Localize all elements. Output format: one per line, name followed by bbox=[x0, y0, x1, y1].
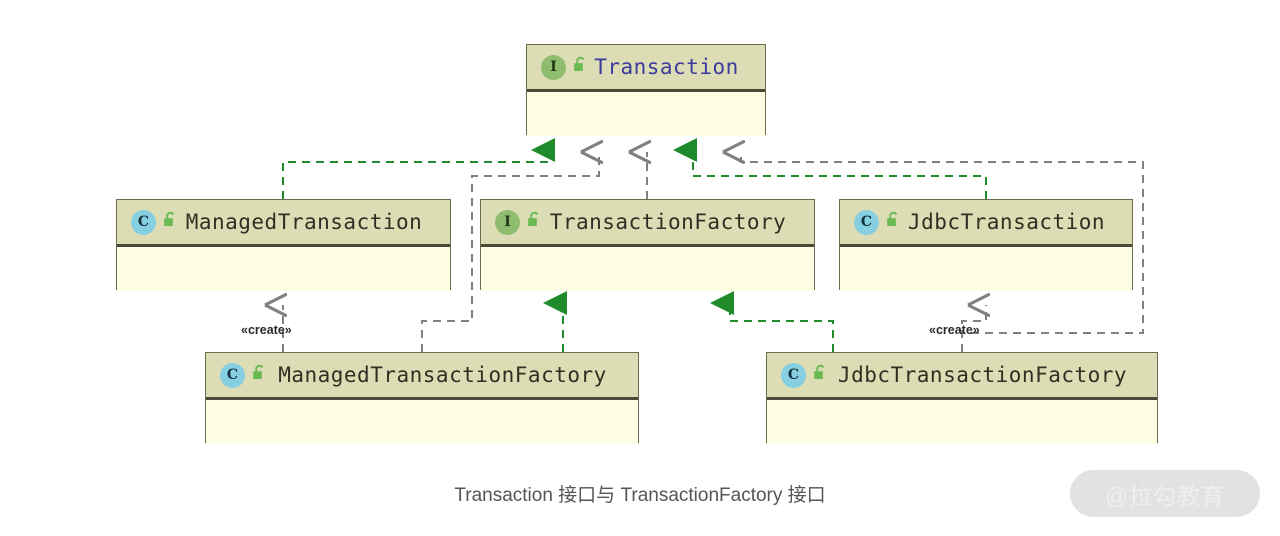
unlock-icon bbox=[886, 211, 901, 233]
edge-label-lbl-create-right: «create» bbox=[929, 323, 980, 337]
class-name-jdbc-transaction: JdbcTransaction bbox=[907, 210, 1106, 234]
diagram-caption: Transaction 接口与 TransactionFactory 接口 bbox=[454, 485, 826, 506]
unlock-icon bbox=[252, 364, 267, 386]
class-badge-icon: C bbox=[781, 362, 806, 388]
class-badge-icon: C bbox=[220, 362, 245, 388]
class-name-managed-transaction: ManagedTransaction bbox=[185, 210, 423, 234]
class-name-jdbc-transaction-factory: JdbcTransactionFactory bbox=[837, 363, 1128, 387]
edge-jdbctransactionfactory-creates-jdbctransaction bbox=[961, 305, 986, 352]
unlock-icon bbox=[163, 211, 178, 233]
interface-badge-icon: I bbox=[495, 209, 520, 235]
class-box-transaction-factory[interactable]: I TransactionFactory bbox=[480, 199, 815, 291]
class-members-managed-transaction bbox=[117, 247, 450, 291]
edge-managedtransactionfactory-depends-transaction bbox=[421, 152, 599, 352]
watermark: @拉勾教育 bbox=[1070, 470, 1260, 517]
class-header-managed-transaction: C ManagedTransaction bbox=[117, 200, 450, 247]
class-box-jdbc-transaction[interactable]: C JdbcTransaction bbox=[839, 199, 1133, 291]
class-header-transaction: I Transaction bbox=[527, 45, 765, 92]
edge-label-lbl-create-left: «create» bbox=[241, 323, 292, 337]
class-name-managed-transaction-factory: ManagedTransactionFactory bbox=[278, 363, 607, 387]
unlock-icon bbox=[527, 211, 542, 233]
class-header-managed-transaction-factory: C ManagedTransactionFactory bbox=[206, 353, 638, 400]
class-badge-icon: C bbox=[854, 209, 879, 235]
class-name-transaction[interactable]: Transaction bbox=[594, 55, 739, 79]
class-header-jdbc-transaction: C JdbcTransaction bbox=[840, 200, 1132, 247]
class-header-transaction-factory: I TransactionFactory bbox=[481, 200, 814, 247]
class-header-jdbc-transaction-factory: C JdbcTransactionFactory bbox=[767, 353, 1157, 400]
class-members-jdbc-transaction bbox=[840, 247, 1132, 291]
class-name-transaction-factory: TransactionFactory bbox=[549, 210, 787, 234]
class-box-managed-transaction-factory[interactable]: C ManagedTransactionFactory bbox=[205, 352, 639, 444]
class-box-jdbc-transaction-factory[interactable]: C JdbcTransactionFactory bbox=[766, 352, 1158, 444]
unlock-icon bbox=[573, 56, 588, 78]
class-members-transaction bbox=[527, 92, 765, 136]
edge-managedtransaction-realizes-transaction bbox=[282, 138, 555, 199]
class-badge-icon: C bbox=[131, 209, 156, 235]
edge-jdbctransactionfactory-realizes-transactionfactory bbox=[710, 291, 834, 352]
class-members-transaction-factory bbox=[481, 247, 814, 291]
interface-badge-icon: I bbox=[541, 54, 566, 80]
class-members-managed-transaction-factory bbox=[206, 400, 638, 444]
unlock-icon bbox=[813, 364, 828, 386]
edge-jdbctransaction-realizes-transaction bbox=[673, 138, 987, 199]
class-box-managed-transaction[interactable]: C ManagedTransaction bbox=[116, 199, 451, 291]
class-box-transaction[interactable]: I Transaction bbox=[526, 44, 766, 136]
class-members-jdbc-transaction-factory bbox=[767, 400, 1157, 444]
